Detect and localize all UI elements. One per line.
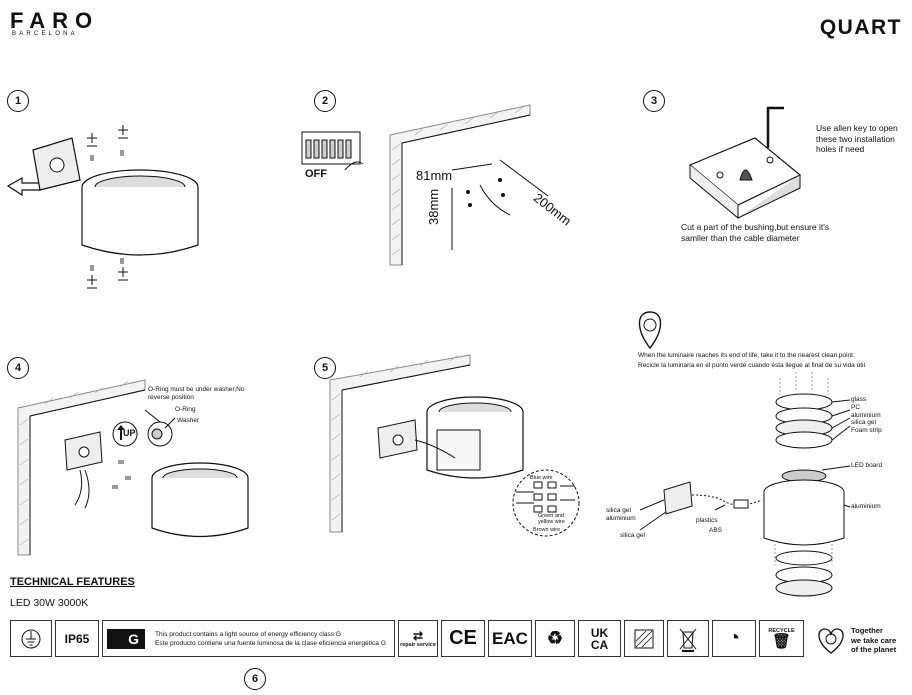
step-5-number: 5 — [314, 357, 336, 379]
recycle-bin-icon: RECYCLE 🗑 — [759, 620, 804, 657]
step3-bushing-note: Cut a part of the bushing,but ensure it'… — [681, 222, 830, 243]
label-aluminium-body: aluminium — [851, 503, 881, 510]
recycle-bin-label: RECYCLE — [768, 628, 795, 634]
exploded-labels-top: glass PC aluminium silica gel Foam strip — [851, 396, 882, 435]
label-plastics: plastics — [696, 517, 718, 524]
green-yellow-wire-label: Green and yellow wire — [538, 513, 565, 525]
energy-label-box: G This product contains a light source o… — [102, 620, 395, 657]
step-4-number: 4 — [7, 357, 29, 379]
label-pc: PC — [851, 403, 861, 411]
recycling-symbol-icon: ♻ — [535, 620, 575, 657]
up-label: UP — [123, 428, 136, 438]
repair-service-label: repair service — [400, 641, 436, 648]
label-silica-gel-bottom: silica gel — [620, 532, 645, 539]
ukca-mark-icon: UK CA — [578, 620, 621, 657]
blue-wire-label: Blue wire — [530, 475, 553, 481]
ukca-line-1: UK — [590, 625, 609, 640]
recycle-note-es: Recicle la luminaria en el punto verde c… — [638, 362, 867, 369]
model-name: QUART — [819, 16, 902, 39]
label-silica-gel-top: silica gel — [851, 419, 876, 427]
class-i-earth-icon — [10, 620, 52, 657]
green-dot-icon: ◔ — [712, 620, 756, 657]
brown-wire-label: Brown wire — [533, 527, 561, 533]
eac-mark-icon: EAC — [488, 620, 532, 657]
label-silica-gel-left: silica gel — [606, 507, 631, 514]
step3-allen-note: Use allen key to open these two installa… — [816, 123, 898, 154]
dimension-81mm: 81mm — [416, 168, 453, 183]
hatched-bin-icon — [624, 620, 664, 657]
recycle-note-en: When the luminaire reaches its end of li… — [638, 352, 855, 359]
planet-heart-icon — [815, 625, 847, 655]
oring-label: O-Ring — [175, 406, 196, 413]
together-line-3: of the planet — [851, 645, 897, 654]
brand-logo: FARO — [10, 8, 100, 33]
together-slogan: Together we take care of the planet — [851, 626, 896, 655]
step-3-number: 3 — [643, 90, 665, 112]
label-abs: ABS — [709, 527, 723, 534]
ukca-line-2: CA — [590, 637, 609, 652]
off-label: OFF — [305, 168, 327, 180]
step-6-number: 6 — [244, 668, 266, 690]
ce-mark-icon: CE — [441, 620, 485, 657]
together-line-1: Together — [851, 626, 883, 635]
energy-text-en: This product contains a light source of … — [155, 630, 342, 638]
label-glass: glass — [851, 396, 867, 403]
energy-class-icon: G — [107, 628, 145, 649]
exploded-labels-left: silica gel aluminium — [606, 507, 636, 523]
weee-bin-icon — [667, 620, 709, 657]
step-2-number: 2 — [314, 90, 336, 112]
label-led-board: LED board — [851, 462, 883, 469]
together-line-2: we take care — [851, 635, 897, 645]
label-foam-strip: Foam strip — [851, 427, 882, 435]
technical-spec: LED 30W 3000K — [10, 597, 89, 609]
label-aluminium-left: aluminium — [606, 515, 636, 522]
energy-text-es: Este producto contiene una fuente lumino… — [155, 639, 386, 647]
repair-service-icon: ⇄ repair service — [398, 620, 438, 657]
ip-rating-badge: IP65 — [55, 620, 99, 657]
technical-features-title: TECHNICAL FEATURES — [10, 576, 135, 588]
oring-note: O-Ring must be under washer,No reverse p… — [148, 386, 245, 401]
step-1-number: 1 — [7, 90, 29, 112]
washer-label: Washer — [177, 417, 200, 424]
label-aluminium-top: aluminium — [851, 411, 881, 419]
brand-subtitle: BARCELONA — [12, 31, 78, 37]
